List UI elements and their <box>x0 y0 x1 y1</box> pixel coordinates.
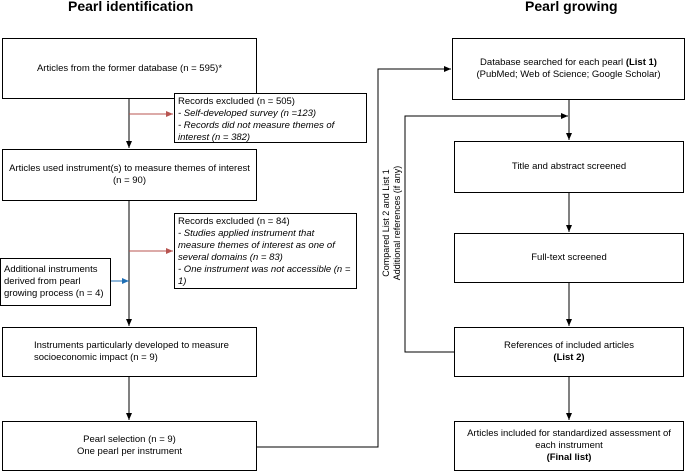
loop-label-line2: Additional references (if any) <box>392 165 402 281</box>
excluded-2-title: Records excluded (n = 84) <box>178 216 290 227</box>
excluded-1-title: Records excluded (n = 505) <box>178 96 295 107</box>
former-database-text: Articles from the former database (n = 5… <box>36 62 223 74</box>
full-text-box: Full-text screened <box>454 233 684 283</box>
left-heading: Pearl identification <box>68 0 194 14</box>
loop-label-line1: Compared List 2 and List 1 <box>381 169 391 277</box>
final-list-box: Articles included for standardized asses… <box>454 421 684 471</box>
references-box: References of included articles (List 2) <box>454 327 684 377</box>
excluded-2-item-1: - Studies applied instrument that measur… <box>178 228 335 263</box>
excluded-2-item-2: - One instrument was not accessible (n =… <box>178 264 351 287</box>
additional-instruments-text: Additional instruments derived from pear… <box>4 264 104 299</box>
final-line1: Articles included for standardized asses… <box>467 428 671 451</box>
developed-instruments-text: Instruments particularly developed to me… <box>34 340 229 363</box>
right-heading: Pearl growing <box>525 0 618 14</box>
used-instrument-line1: Articles used instrument(s) to measure t… <box>9 163 250 174</box>
references-line1: References of included articles <box>504 340 634 351</box>
excluded-records-box-1: Records excluded (n = 505) - Self-develo… <box>174 93 367 143</box>
pearl-selection-line1: Pearl selection (n = 9) <box>83 434 176 445</box>
references-list2: (List 2) <box>553 352 585 363</box>
database-prefix: Database searched for each pearl <box>480 57 626 68</box>
additional-instruments-box: Additional instruments derived from pear… <box>0 258 111 306</box>
arrow-selection-to-database <box>257 66 451 448</box>
developed-instruments-box: Instruments particularly developed to me… <box>2 327 257 377</box>
database-list1: (List 1) <box>625 57 657 68</box>
pearl-selection-line2: One pearl per instrument <box>76 446 183 457</box>
title-abstract-text: Title and abstract screened <box>511 161 627 172</box>
title-abstract-box: Title and abstract screened <box>454 141 684 193</box>
database-search-box: Database searched for each pearl (List 1… <box>452 38 685 100</box>
excluded-1-item-2: - Records did not measure themes of inte… <box>178 120 335 143</box>
full-text-text: Full-text screened <box>531 252 607 263</box>
database-line1: Database searched for each pearl (List 1… <box>480 57 657 69</box>
arrow-loop <box>404 113 568 353</box>
used-instrument-line2: (n = 90) <box>112 175 146 186</box>
pearl-selection-box: Pearl selection (n = 9) One pearl per in… <box>2 421 257 471</box>
used-instrument-box: Articles used instrument(s) to measure t… <box>2 149 257 201</box>
excluded-records-box-2: Records excluded (n = 84) - Studies appl… <box>174 213 357 289</box>
excluded-1-item-1: - Self-developed survey (n =123) <box>178 108 317 119</box>
loop-label: Compared List 2 and List 1 Additional re… <box>381 138 403 308</box>
final-list-label: (Final list) <box>546 452 592 463</box>
former-database-box: Articles from the former database (n = 5… <box>2 38 257 99</box>
database-line2: (PubMed; Web of Science; Google Scholar) <box>476 69 661 80</box>
